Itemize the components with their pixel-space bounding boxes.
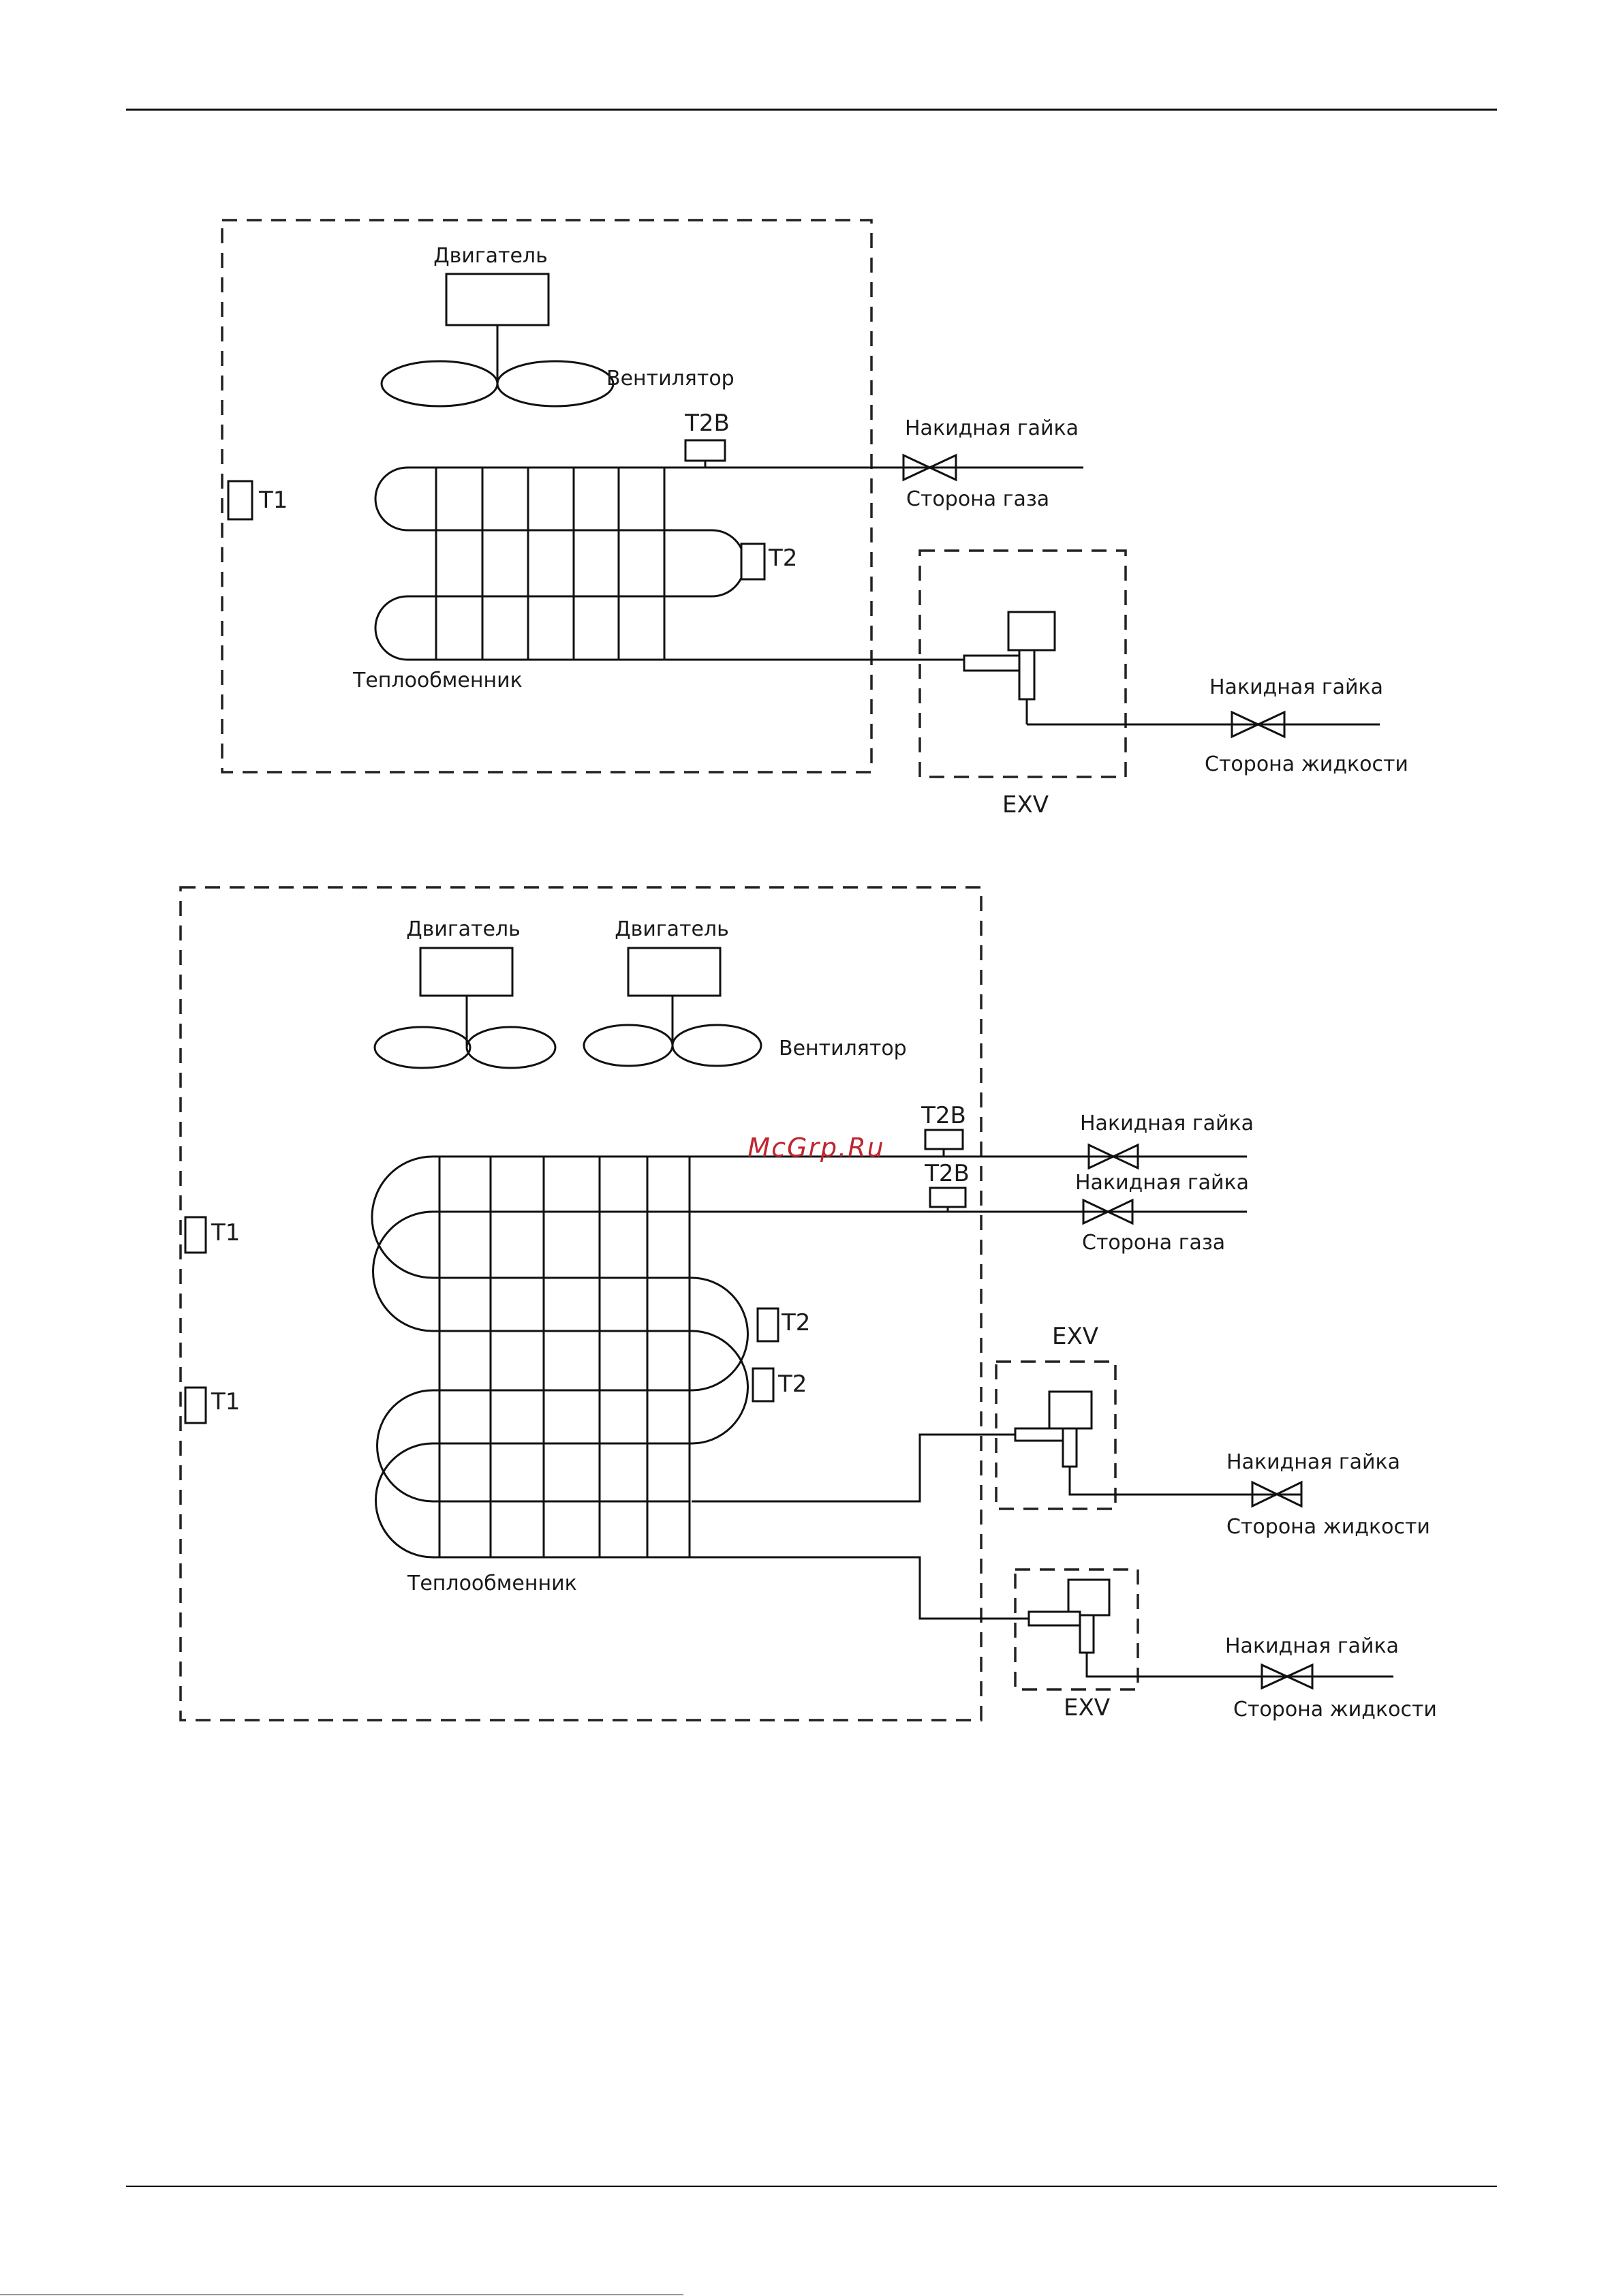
- exv-bottom-label: EXV: [1064, 1694, 1110, 1721]
- exv-bottom-valve-body-icon: [1068, 1580, 1109, 1615]
- t1-sensor-bottom-icon: [185, 1388, 206, 1423]
- fan-blade-right: [497, 361, 613, 406]
- t2-bottom-label: T2: [777, 1371, 807, 1398]
- gas-flare-nut-1-label: Накидная гайка: [1080, 1112, 1254, 1135]
- motor-1-label: Двигатель: [406, 917, 521, 941]
- fan-blade-left: [382, 361, 497, 406]
- t2b-label: T2B: [684, 410, 730, 437]
- heat-exchanger-label: Теплообменник: [352, 669, 523, 692]
- t1-sensor-top-icon: [185, 1217, 206, 1253]
- t2-label: T2: [768, 545, 797, 572]
- heat-exchanger-coil: [375, 468, 872, 660]
- fan-2-blade-left: [584, 1025, 673, 1066]
- heat-exchanger-coil: [372, 1157, 748, 1557]
- t2-top-label: T2: [781, 1309, 810, 1336]
- liquid-flare-nut-label: Накидная гайка: [1209, 675, 1383, 699]
- motor-box: [446, 274, 548, 325]
- liquid-side-label: Сторона жидкости: [1205, 752, 1408, 776]
- t2b-sensor-icon: [685, 440, 725, 461]
- t2b-sensor-bottom-icon: [930, 1188, 965, 1207]
- liquid-flare-nut-2-label: Накидная гайка: [1225, 1634, 1399, 1658]
- motor-label: Двигатель: [433, 244, 548, 268]
- fan-label: Вентилятор: [779, 1037, 907, 1060]
- liquid-pipe-2-inlet: [690, 1557, 1029, 1619]
- t2b-sensor-top-icon: [925, 1130, 963, 1149]
- heat-exchanger-label: Теплообменник: [407, 1572, 577, 1595]
- exv-valve-body-icon: [1008, 612, 1055, 650]
- diagram-2: Двигатель Двигатель Вентилятор T1 T1: [181, 887, 1437, 1721]
- diagram-1: Двигатель Вентилятор T1 Теплообменник: [222, 220, 1408, 818]
- t2-sensor-top-icon: [758, 1308, 778, 1341]
- t1-top-label: T1: [211, 1219, 240, 1246]
- gas-flare-nut-label: Накидная гайка: [905, 416, 1079, 440]
- indoor-unit-boundary: [181, 887, 981, 1720]
- t2-sensor-icon: [741, 544, 764, 579]
- t1-bottom-label: T1: [211, 1388, 240, 1415]
- t1-label: T1: [258, 487, 288, 514]
- motor-2-label: Двигатель: [615, 917, 729, 941]
- liquid-flare-nut-1-label: Накидная гайка: [1226, 1450, 1400, 1474]
- exv-top-valve-body-icon: [1049, 1392, 1092, 1428]
- t2-sensor-bottom-icon: [753, 1368, 773, 1401]
- liquid-side-2-label: Сторона жидкости: [1233, 1698, 1437, 1721]
- exv-top-label: EXV: [1052, 1323, 1098, 1350]
- t1-sensor-icon: [228, 481, 252, 519]
- exv-label: EXV: [1002, 791, 1049, 818]
- gas-side-label: Сторона газа: [1082, 1231, 1225, 1255]
- fan-2-blade-right: [673, 1025, 761, 1066]
- fan-label: Вентилятор: [606, 367, 735, 391]
- watermark: McGrp.Ru: [747, 1133, 884, 1163]
- t2b-bottom-label: T2B: [924, 1160, 970, 1187]
- fan-1-blade-right: [467, 1027, 555, 1068]
- motor-1-box: [420, 948, 512, 996]
- fan-1-blade-left: [375, 1027, 470, 1068]
- t2b-top-label: T2B: [921, 1102, 966, 1129]
- gas-flare-nut-2-label: Накидная гайка: [1075, 1171, 1249, 1195]
- gas-side-label: Сторона газа: [906, 487, 1049, 511]
- motor-2-box: [628, 948, 720, 996]
- liquid-pipe-1-inlet: [692, 1435, 1015, 1501]
- liquid-side-1-label: Сторона жидкости: [1226, 1515, 1430, 1539]
